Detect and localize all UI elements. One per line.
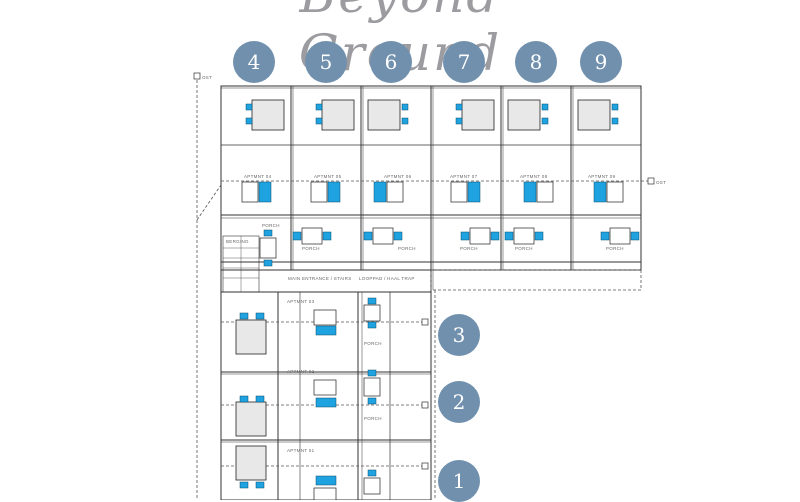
- bed: [577, 99, 611, 131]
- unit-marker-3[interactable]: 3: [438, 314, 480, 356]
- grid-tag: [647, 177, 655, 185]
- grid-tag: [193, 72, 201, 80]
- marker-label: 4: [247, 50, 261, 74]
- bed: [235, 319, 267, 355]
- grid-tag: [421, 462, 429, 470]
- apt-label: APTMNT 09: [588, 174, 616, 179]
- porch-label: PORCH: [515, 246, 533, 251]
- marker-label: 2: [452, 390, 466, 414]
- grid-tag-label: OST: [656, 180, 666, 185]
- storage-label: BERGING: [226, 239, 249, 244]
- bed: [235, 445, 267, 481]
- apt-label: APTMNT 05: [314, 174, 342, 179]
- porch-label: PORCH: [302, 246, 320, 251]
- marker-label: 5: [319, 50, 333, 74]
- table: [241, 181, 259, 203]
- unit-marker-5[interactable]: 5: [305, 41, 347, 83]
- porch-label: PORCH: [262, 223, 280, 228]
- apt-label: APTMNT 04: [244, 174, 272, 179]
- bed: [507, 99, 541, 131]
- apartment-labels-upper: APTMNT 04 APTMNT 05 APTMNT 06 APTMNT 07 …: [244, 174, 616, 179]
- unit-marker-7[interactable]: 7: [443, 41, 485, 83]
- porch-label: PORCH: [398, 246, 416, 251]
- nightstand: [245, 103, 253, 111]
- lower-block-outline: [220, 269, 432, 500]
- apt-label: APTMNT 03: [287, 299, 315, 304]
- marker-label: 6: [384, 50, 398, 74]
- grid-tag-label: OST: [202, 75, 212, 80]
- unit-marker-2[interactable]: 2: [438, 381, 480, 423]
- marker-label: 7: [457, 50, 471, 74]
- unit-marker-1[interactable]: 1: [438, 460, 480, 502]
- apt-label: APTMNT 08: [520, 174, 548, 179]
- porch-label: PORCH: [606, 246, 624, 251]
- bed: [321, 99, 355, 131]
- apt-label: APTMNT 07: [450, 174, 478, 179]
- marker-label: 9: [594, 50, 608, 74]
- sofa: [258, 181, 272, 203]
- apt-label: APTMNT 02: [287, 369, 315, 374]
- marker-label: 3: [452, 323, 466, 347]
- marker-label: 1: [452, 469, 466, 493]
- porch-labels: PORCH PORCH PORCH PORCH PORCH PORCH PORC…: [262, 223, 624, 421]
- chair: [263, 229, 273, 237]
- bed: [251, 99, 285, 131]
- unit-marker-9[interactable]: 9: [580, 41, 622, 83]
- terrace-outline: [430, 269, 642, 291]
- grid-tag: [421, 318, 429, 326]
- unit-marker-6[interactable]: 6: [370, 41, 412, 83]
- apt-label: APTMNT 06: [384, 174, 412, 179]
- bed: [367, 99, 401, 131]
- bed: [461, 99, 495, 131]
- apt-label: APTMNT 01: [287, 448, 315, 453]
- marker-label: 8: [529, 50, 543, 74]
- unit-marker-8[interactable]: 8: [515, 41, 557, 83]
- bed: [235, 401, 267, 437]
- porch-label: PORCH: [460, 246, 478, 251]
- lobby-label: LOOPPAD / HAAL TRAP: [359, 276, 415, 281]
- grid-tag: [421, 401, 429, 409]
- porch-label: PORCH: [364, 341, 382, 346]
- porch-label: PORCH: [364, 416, 382, 421]
- unit-marker-4[interactable]: 4: [233, 41, 275, 83]
- entrance-label: MAIN ENTRANCE / STAIRS: [288, 276, 352, 281]
